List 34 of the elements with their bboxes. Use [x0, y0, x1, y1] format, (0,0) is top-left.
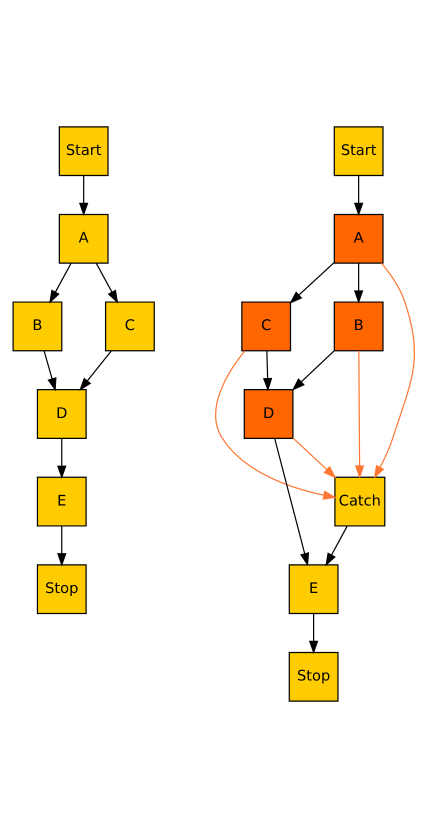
arrow — [96, 262, 118, 304]
arrow — [215, 350, 337, 500]
arrow — [49, 262, 72, 304]
node-box: E — [288, 564, 339, 614]
arrow — [57, 526, 66, 566]
node-box: Start — [334, 126, 384, 176]
node-box: Start — [58, 126, 109, 176]
node-box: Catch — [334, 476, 386, 526]
node-box: A — [58, 213, 109, 264]
node-box: A — [334, 213, 384, 264]
node-box: Stop — [288, 651, 339, 702]
arrow — [354, 262, 364, 304]
arrow — [78, 175, 88, 216]
arrow — [274, 438, 310, 566]
arrow — [289, 262, 334, 304]
arrow — [354, 175, 364, 216]
node-box: B — [12, 300, 62, 351]
node-box: C — [241, 300, 292, 351]
node-box: D — [244, 388, 294, 438]
arrow — [354, 350, 364, 478]
arrow — [308, 613, 318, 654]
arrow — [292, 437, 336, 478]
arrow — [262, 350, 272, 391]
arrow — [292, 350, 334, 390]
node-box: C — [104, 300, 155, 351]
node-box: Stop — [36, 564, 87, 614]
arrow — [325, 525, 348, 566]
node-box: E — [36, 476, 87, 526]
node-box: D — [36, 388, 87, 438]
arrow — [57, 438, 66, 478]
arrow — [44, 350, 56, 391]
arrow — [79, 350, 112, 390]
node-box: B — [334, 300, 384, 351]
arrow — [374, 262, 415, 478]
